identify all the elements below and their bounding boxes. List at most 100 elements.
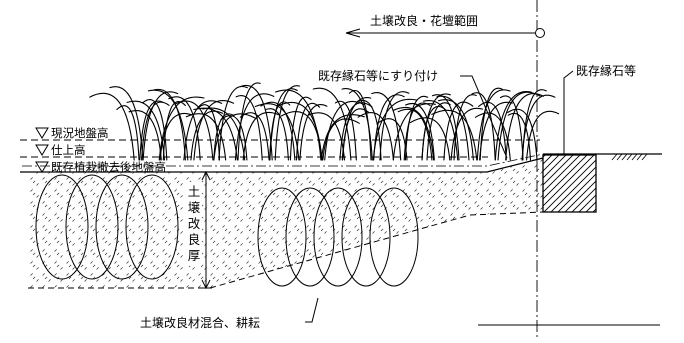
grass-blade bbox=[278, 101, 323, 161]
level-markers bbox=[35, 127, 49, 173]
triangle-finish-level bbox=[35, 144, 49, 156]
range-end-marker bbox=[535, 28, 545, 38]
grass-blade bbox=[507, 108, 538, 161]
grass-blade bbox=[213, 113, 235, 161]
svg-text:改: 改 bbox=[188, 216, 201, 231]
grass-blade bbox=[116, 105, 140, 161]
transition-line bbox=[22, 153, 544, 167]
svg-text:良: 良 bbox=[188, 232, 201, 247]
svg-text:壌: 壌 bbox=[188, 200, 201, 215]
planting-grass bbox=[89, 82, 560, 161]
grass-blade bbox=[443, 101, 474, 161]
grass-blade bbox=[126, 100, 166, 161]
range-arrow-head bbox=[345, 28, 361, 38]
tilling-loops-left bbox=[35, 174, 179, 280]
grass-blade bbox=[289, 96, 312, 161]
grass-blade bbox=[139, 100, 164, 161]
label-existing-ground: 現況地盤高 bbox=[51, 126, 109, 140]
grass-blade bbox=[265, 108, 289, 161]
leader-lines bbox=[305, 70, 574, 323]
leader-existing-curb bbox=[563, 70, 574, 155]
earth-symbol bbox=[611, 153, 648, 161]
grass-blade bbox=[521, 94, 556, 161]
grass-blade bbox=[358, 99, 382, 161]
grass-blade bbox=[431, 109, 478, 161]
grass-blade bbox=[312, 87, 352, 161]
grass-blade bbox=[438, 99, 474, 161]
grass-blade bbox=[392, 106, 435, 161]
grass-blade bbox=[168, 96, 201, 161]
grass-blade bbox=[409, 117, 451, 161]
grass-blade bbox=[235, 95, 263, 161]
triangle-after-removal bbox=[35, 161, 49, 173]
grass-blade bbox=[526, 110, 560, 161]
grass-blade bbox=[128, 110, 162, 161]
grass-blade bbox=[507, 113, 532, 161]
grass-blade bbox=[162, 101, 186, 161]
svg-text:厚: 厚 bbox=[188, 248, 201, 263]
grass-blade bbox=[174, 100, 214, 161]
grass-blade bbox=[159, 112, 193, 161]
grass-blade bbox=[474, 112, 511, 161]
grass-blade bbox=[334, 100, 357, 161]
grass-blade bbox=[242, 112, 280, 161]
grass-blade bbox=[308, 112, 346, 161]
grass-blade bbox=[234, 93, 275, 161]
label-after-removal: 既存植栽撤去後地盤高 bbox=[51, 160, 166, 174]
grass-blade bbox=[421, 105, 446, 161]
grass-blade bbox=[320, 114, 365, 161]
grass-blade bbox=[371, 92, 402, 161]
label-depth-vertical: 土 壌 改 良 厚 bbox=[188, 184, 201, 263]
grass-blade bbox=[239, 112, 270, 161]
grass-blade bbox=[521, 89, 547, 161]
label-existing-curb: 既存縁石等 bbox=[576, 63, 636, 78]
depth-label-bg bbox=[186, 182, 202, 266]
grass-blade bbox=[436, 95, 470, 161]
grass-blade bbox=[450, 107, 484, 161]
grass-blade bbox=[476, 89, 511, 161]
label-range: 土壌改良・花壇範囲 bbox=[370, 13, 478, 28]
grass-blade bbox=[142, 91, 179, 161]
grass-blade bbox=[494, 91, 532, 161]
grass-blade bbox=[372, 98, 418, 161]
grass-blade bbox=[392, 103, 436, 161]
grass-blade bbox=[237, 82, 261, 161]
grass-blade bbox=[218, 85, 248, 161]
soil-improvement-zone bbox=[28, 158, 543, 288]
grass-blade bbox=[193, 100, 235, 161]
grass-blade bbox=[254, 103, 300, 161]
grass-blade bbox=[405, 103, 435, 161]
grass-blade bbox=[213, 113, 257, 161]
grass-blade bbox=[196, 104, 221, 161]
grass-blade bbox=[505, 93, 544, 161]
grass-blade bbox=[478, 101, 507, 161]
grass-blade bbox=[220, 115, 248, 161]
svg-text:土: 土 bbox=[188, 184, 201, 199]
grass-blade bbox=[183, 100, 223, 161]
grass-blade bbox=[357, 112, 394, 161]
grass-blade bbox=[423, 100, 459, 161]
tilling-loops-middle bbox=[257, 187, 419, 287]
label-curb-attach: 既存縁石等にすり付け bbox=[318, 68, 438, 83]
grass-blade bbox=[185, 113, 227, 161]
grass-blade bbox=[324, 100, 365, 161]
grass-blade bbox=[471, 92, 496, 161]
grass-blade bbox=[241, 84, 273, 161]
leader-curb-attach bbox=[460, 75, 508, 159]
grass-blade bbox=[141, 101, 170, 161]
label-finish-level: 仕上高 bbox=[51, 143, 86, 157]
grass-blade bbox=[499, 95, 524, 161]
grass-blade bbox=[339, 102, 373, 161]
grass-blade bbox=[341, 88, 373, 161]
leader-mixing bbox=[305, 297, 319, 323]
grass-blade bbox=[202, 107, 246, 161]
existing-curb-block bbox=[542, 154, 597, 213]
label-mixing: 土壌改良材混合、耕耘 bbox=[140, 315, 260, 330]
after-removal-line bbox=[20, 157, 544, 173]
grass-blade bbox=[397, 108, 433, 161]
depth-dimension bbox=[200, 170, 212, 290]
grass-blade bbox=[142, 99, 168, 161]
grass-blade bbox=[342, 97, 372, 161]
